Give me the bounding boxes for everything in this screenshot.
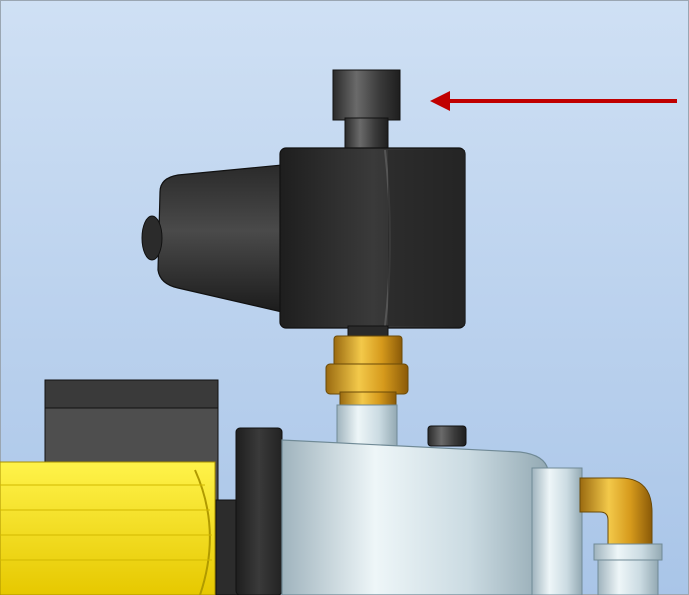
brass-elbow: [579, 477, 663, 595]
brass-fitting: [325, 335, 409, 413]
priming-plug: [427, 425, 467, 447]
pump-flange: [235, 427, 283, 595]
pointer-arrow: [430, 91, 677, 111]
motor-body: [0, 461, 216, 595]
pressure-switch: [141, 147, 466, 329]
outlet-port: [332, 69, 401, 153]
pump-body: [281, 404, 583, 595]
